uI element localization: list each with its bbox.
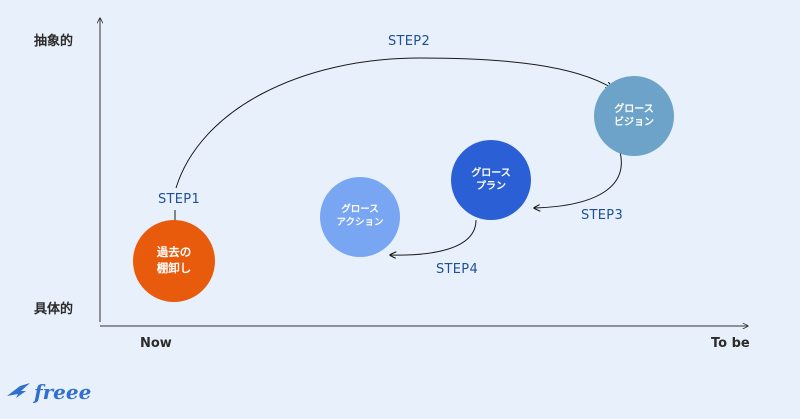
node-inventory-line1: 過去の [156, 245, 192, 260]
node-growth-vision-line2: ビジョン [614, 117, 654, 128]
node-growth-plan: グロース プラン [451, 140, 531, 220]
node-growth-action-line1: グロース [341, 204, 379, 216]
step2-label: STEP2 [388, 34, 431, 49]
step2-arrow [175, 57, 612, 189]
bird-icon [7, 383, 30, 398]
freee-logo: freee [6, 380, 91, 404]
step3-label: STEP3 [581, 208, 624, 223]
step4-arrow [390, 219, 477, 255]
node-inventory: 過去の 棚卸し [133, 220, 215, 302]
logo-text: freee [34, 380, 92, 404]
step3-arrow [534, 151, 622, 208]
node-growth-vision-line1: グロース [614, 103, 654, 115]
step1-label: STEP1 [158, 192, 201, 207]
y-axis-top-label: 抽象的 [34, 34, 74, 49]
node-growth-plan-line1: グロース [471, 167, 511, 179]
node-growth-plan-line2: プラン [476, 181, 506, 192]
x-axis-left-label: Now [140, 336, 172, 351]
node-inventory-line2: 棚卸し [156, 261, 192, 275]
x-axis-right-label: To be [711, 336, 750, 351]
y-axis-bottom-label: 具体的 [34, 302, 74, 317]
node-growth-action-line2: アクション [336, 217, 384, 228]
step4-label: STEP4 [436, 262, 479, 277]
node-growth-action: グロース アクション [320, 177, 400, 257]
node-growth-vision: グロース ビジョン [594, 76, 674, 156]
